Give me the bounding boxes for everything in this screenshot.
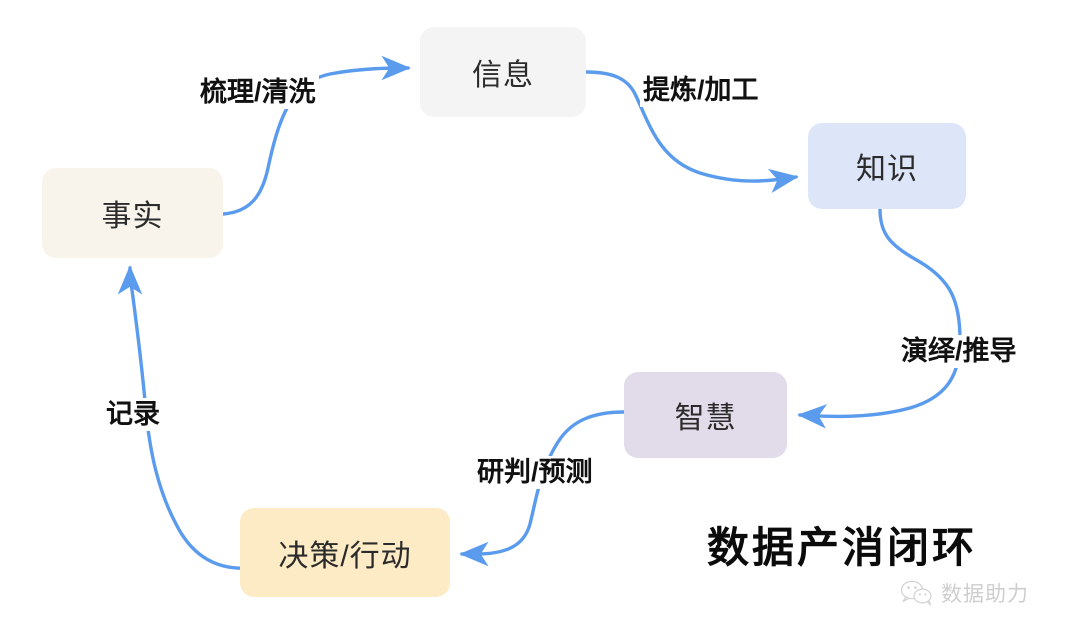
- node-wisdom[interactable]: 智慧: [624, 372, 787, 458]
- edge-label-record: 记录: [103, 398, 163, 432]
- wechat-icon: [900, 580, 932, 606]
- diagram-title: 数据产消闭环: [707, 524, 978, 571]
- edge-label-clean: 梳理/清洗: [197, 76, 319, 110]
- node-fact[interactable]: 事实: [42, 168, 223, 258]
- node-decision-action[interactable]: 决策/行动: [240, 508, 450, 597]
- edge-label-refine: 提炼/加工: [640, 74, 762, 108]
- edge-path-refine: [584, 70, 799, 194]
- edge-path-deduce: [797, 207, 962, 429]
- node-information[interactable]: 信息: [420, 27, 586, 117]
- node-knowledge[interactable]: 知识: [808, 123, 966, 209]
- node-fact-label: 事实: [101, 200, 164, 233]
- node-information-label: 信息: [472, 59, 534, 92]
- edge-label-predict: 研判/预测: [474, 456, 596, 490]
- node-knowledge-label: 知识: [856, 153, 918, 186]
- edge-path-predict: [459, 410, 626, 567]
- watermark-text: 数据助力: [941, 583, 1029, 606]
- node-wisdom-label: 智慧: [674, 402, 737, 435]
- edge-label-deduce: 演绎/推导: [898, 335, 1020, 369]
- watermark: 数据助力: [900, 578, 1029, 608]
- node-decision-action-label: 决策/行动: [278, 539, 412, 573]
